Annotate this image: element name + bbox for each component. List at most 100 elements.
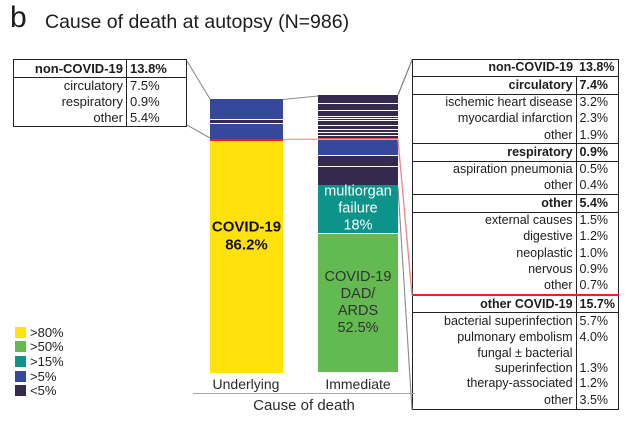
row-label: other	[544, 127, 573, 142]
row-label: other	[412, 194, 577, 213]
row-label: other	[544, 178, 573, 193]
row-value: 7.5%	[126, 77, 187, 94]
segment-label-line: multiorgan	[324, 183, 392, 200]
segment-label-line: COVID-19	[211, 218, 282, 236]
row-label: other	[93, 110, 123, 125]
row-value: 13.8%	[126, 59, 187, 78]
row-label: other	[544, 278, 573, 293]
segment-gap	[318, 155, 398, 156]
segment-label-line: 18%	[343, 217, 373, 234]
row-label: fungal ± bacterial superinfection	[477, 346, 573, 376]
bar-segment-myocardial-infarction	[318, 104, 398, 111]
legend-item: >5%	[15, 369, 64, 384]
segment-gap	[318, 135, 398, 137]
bar-segment-non-covid-other	[318, 136, 398, 138]
legend-item: >50%	[15, 340, 64, 355]
row-label: therapy-associated	[466, 376, 573, 391]
segment-gap	[318, 118, 398, 120]
row-value: 5.7%	[575, 312, 619, 330]
legend-swatch	[15, 326, 26, 338]
bar-segment-non-covid-19-respiratory	[210, 120, 283, 123]
segment-gap	[318, 232, 398, 234]
x-axis-title: Cause of death	[253, 397, 355, 414]
legend-label: <5%	[30, 383, 57, 399]
row-value: 0.5%	[575, 161, 619, 179]
legend-label: >5%	[30, 368, 57, 384]
row-label: other COVID-19	[412, 294, 577, 314]
row-value: 2.3%	[575, 110, 619, 128]
row-label: neoplastic	[516, 245, 573, 260]
connector-right-table-top	[397, 59, 413, 96]
segment-gap	[318, 170, 398, 172]
red-divider-line	[210, 138, 283, 141]
row-value: 5.4%	[126, 110, 187, 127]
segment-gap	[210, 119, 283, 121]
row-value: 0.9%	[575, 261, 619, 278]
legend-item: <5%	[15, 383, 64, 398]
segment-label-line: ARDS	[337, 303, 379, 319]
row-label: digestive	[523, 229, 573, 244]
segment-gap	[318, 128, 398, 130]
row-value: 1.9%	[575, 127, 619, 144]
row-value: 13.8%	[576, 58, 619, 78]
bar-segment-pulmonary-embolism	[318, 155, 398, 167]
row-label: non-COVID-19	[13, 59, 127, 78]
row-label: respiratory	[61, 94, 123, 109]
legend-item: >80%	[15, 325, 64, 340]
row-label: respiratory	[412, 143, 577, 162]
bar-segment-fungal-bacterial-superinfection	[318, 167, 398, 171]
legend-label: >50%	[30, 339, 64, 355]
row-value: 0.4%	[575, 178, 619, 195]
segment-gap	[318, 124, 398, 126]
row-label: myocardial infarction	[457, 111, 573, 126]
figure-title: Cause of death at autopsy (N=986)	[45, 11, 350, 33]
segment-gap	[318, 184, 398, 186]
connector-bar-tops	[282, 95, 319, 101]
legend-swatch	[15, 385, 26, 397]
row-label: ischemic heart disease	[445, 94, 573, 109]
legend-label: >80%	[30, 324, 64, 340]
row-value: 4.0%	[575, 329, 619, 347]
row-label: other	[544, 392, 573, 407]
row-value: 0.7%	[575, 277, 619, 296]
row-label: pulmonary embolism	[457, 330, 573, 345]
bar-segment-digestive	[318, 125, 398, 129]
row-value: 1.0%	[575, 245, 619, 262]
row-value: 1.5%	[575, 212, 619, 229]
segment-label-line: COVID-19	[324, 268, 392, 285]
bar-segment-therapy-associated	[318, 171, 398, 175]
row-value: 3.5%	[575, 392, 619, 410]
row-label: aspiration pneumonia	[453, 162, 573, 177]
bar-segment-aspiration-pneumonia	[318, 116, 398, 119]
bar-segment-circulatory-other	[318, 111, 398, 117]
segment-gap	[318, 110, 398, 112]
segment-gap	[318, 166, 398, 168]
segment-label-line: DAD/	[340, 285, 376, 302]
row-label: circulatory	[63, 78, 123, 93]
row-label: nervous	[528, 261, 573, 276]
bar-segment-other-covid-other	[318, 175, 398, 185]
row-value: 7.4%	[575, 76, 619, 95]
row-value: 0.9%	[575, 143, 619, 162]
